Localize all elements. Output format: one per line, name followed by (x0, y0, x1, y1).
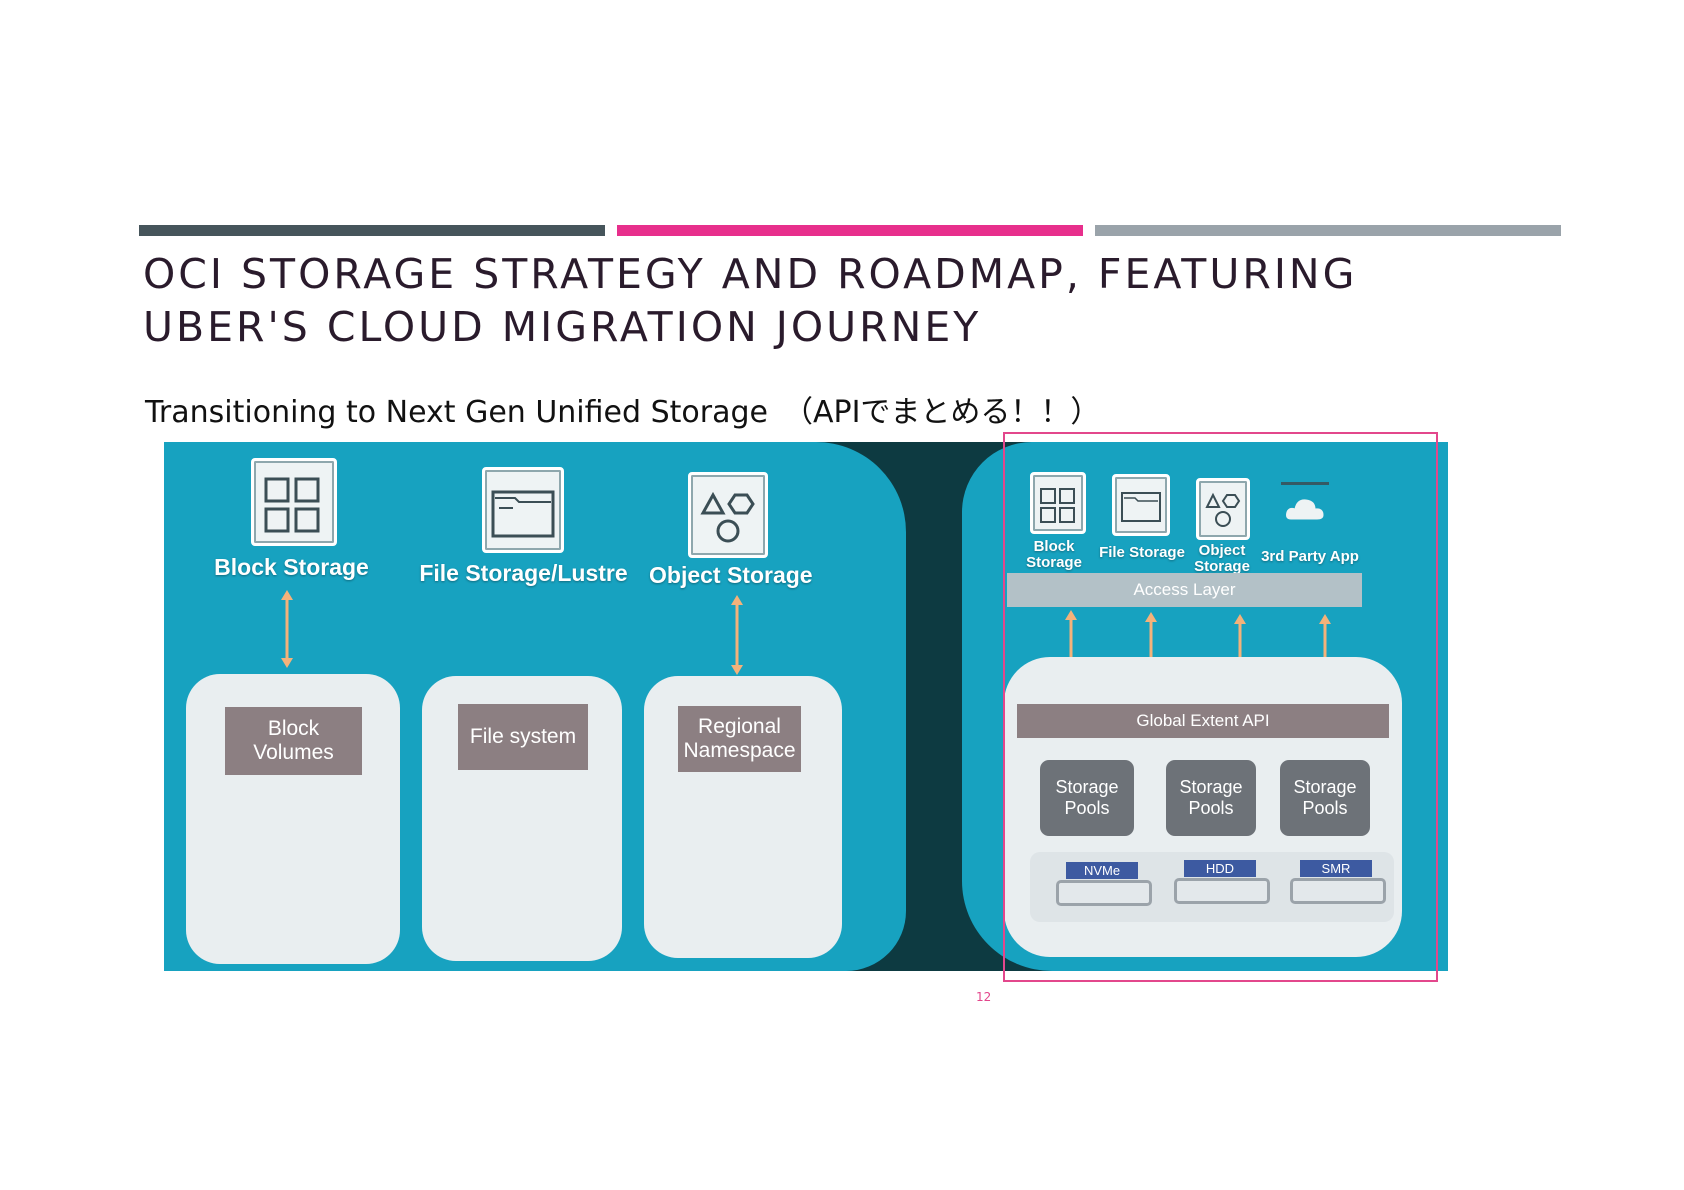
slide-title-line-2: UBER'S CLOUD MIGRATION JOURNEY (143, 303, 982, 351)
access-layer-bar: Access Layer (1007, 573, 1362, 607)
shapes-icon-small (1196, 478, 1250, 540)
drive-smr-label: SMR (1300, 860, 1372, 877)
block-storage-icon-small (1030, 472, 1086, 534)
client-block-storage-label: Block Storage (1026, 538, 1082, 571)
cloud-icon (1281, 482, 1329, 539)
block-volumes-tag: Block Volumes (225, 707, 362, 775)
slide-subtitle: Transitioning to Next Gen Unified Storag… (145, 395, 1101, 430)
legacy-storage-panel: Block Storage Block Volumes File Storage… (164, 442, 906, 971)
storage-pool-3: Storage Pools (1280, 760, 1370, 836)
drive-hdd: HDD (1174, 860, 1272, 910)
file-storage-lustre-label: File Storage/Lustre (419, 560, 628, 586)
accent-bar-gray (1095, 225, 1561, 236)
folder-icon-small (1112, 474, 1170, 536)
client-object-storage-label: Object Storage (1194, 542, 1250, 575)
drive-hdd-body (1174, 878, 1270, 904)
drive-nvme: NVMe (1056, 862, 1154, 912)
storage-pool-1: Storage Pools (1040, 760, 1134, 836)
unified-storage-panel: Block Storage File Storage Object Storag… (962, 442, 1448, 971)
slide-title: OCI STORAGE STRATEGY AND ROADMAP, FEATUR… (143, 248, 1357, 354)
object-storage-label: Object Storage (649, 562, 813, 588)
accent-bar-pink (617, 225, 1083, 236)
accent-bar-dark (139, 225, 605, 236)
drive-smr: SMR (1290, 860, 1388, 910)
diagram-photo: Block Storage Block Volumes File Storage… (164, 442, 1448, 971)
drive-smr-body (1290, 878, 1386, 904)
slide-title-line-1: OCI STORAGE STRATEGY AND ROADMAP, FEATUR… (143, 250, 1358, 298)
highlight-box (1003, 432, 1438, 982)
folder-icon (482, 467, 564, 553)
storage-pool-2: Storage Pools (1166, 760, 1256, 836)
global-extent-api-bar: Global Extent API (1017, 704, 1389, 738)
drive-nvme-label: NVMe (1066, 862, 1138, 879)
client-3rd-party-app-label: 3rd Party App (1261, 548, 1359, 565)
drive-nvme-body (1056, 880, 1152, 906)
drive-hdd-label: HDD (1184, 860, 1256, 877)
object-storage-arrow (731, 595, 743, 675)
client-file-storage-label: File Storage (1099, 544, 1185, 561)
block-storage-label: Block Storage (214, 554, 369, 580)
shapes-icon (688, 472, 768, 558)
block-storage-icon (251, 458, 337, 546)
page-number: 12 (976, 990, 992, 1004)
block-storage-arrow (281, 590, 293, 668)
file-system-tag: File system (458, 704, 588, 770)
regional-namespace-tag: Regional Namespace (678, 706, 801, 772)
